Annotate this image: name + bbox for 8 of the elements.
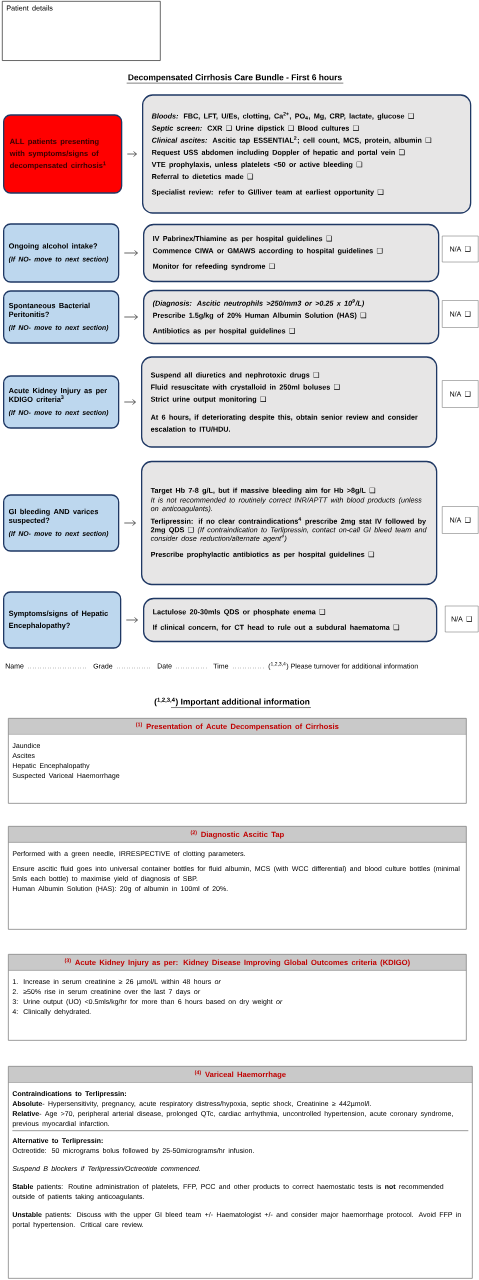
- arrow: [124, 520, 136, 526]
- arrow: [124, 250, 138, 256]
- arrow: [124, 314, 138, 320]
- arrow: [126, 617, 138, 623]
- arrow: [127, 151, 137, 157]
- arrow: [124, 399, 136, 405]
- section-heading: ($^{1,2,3,4}$) Important additional information: [154, 697, 312, 708]
- title: Decompensated Cirrhosis Care Bundle - First 6 hours: [126, 74, 344, 84]
